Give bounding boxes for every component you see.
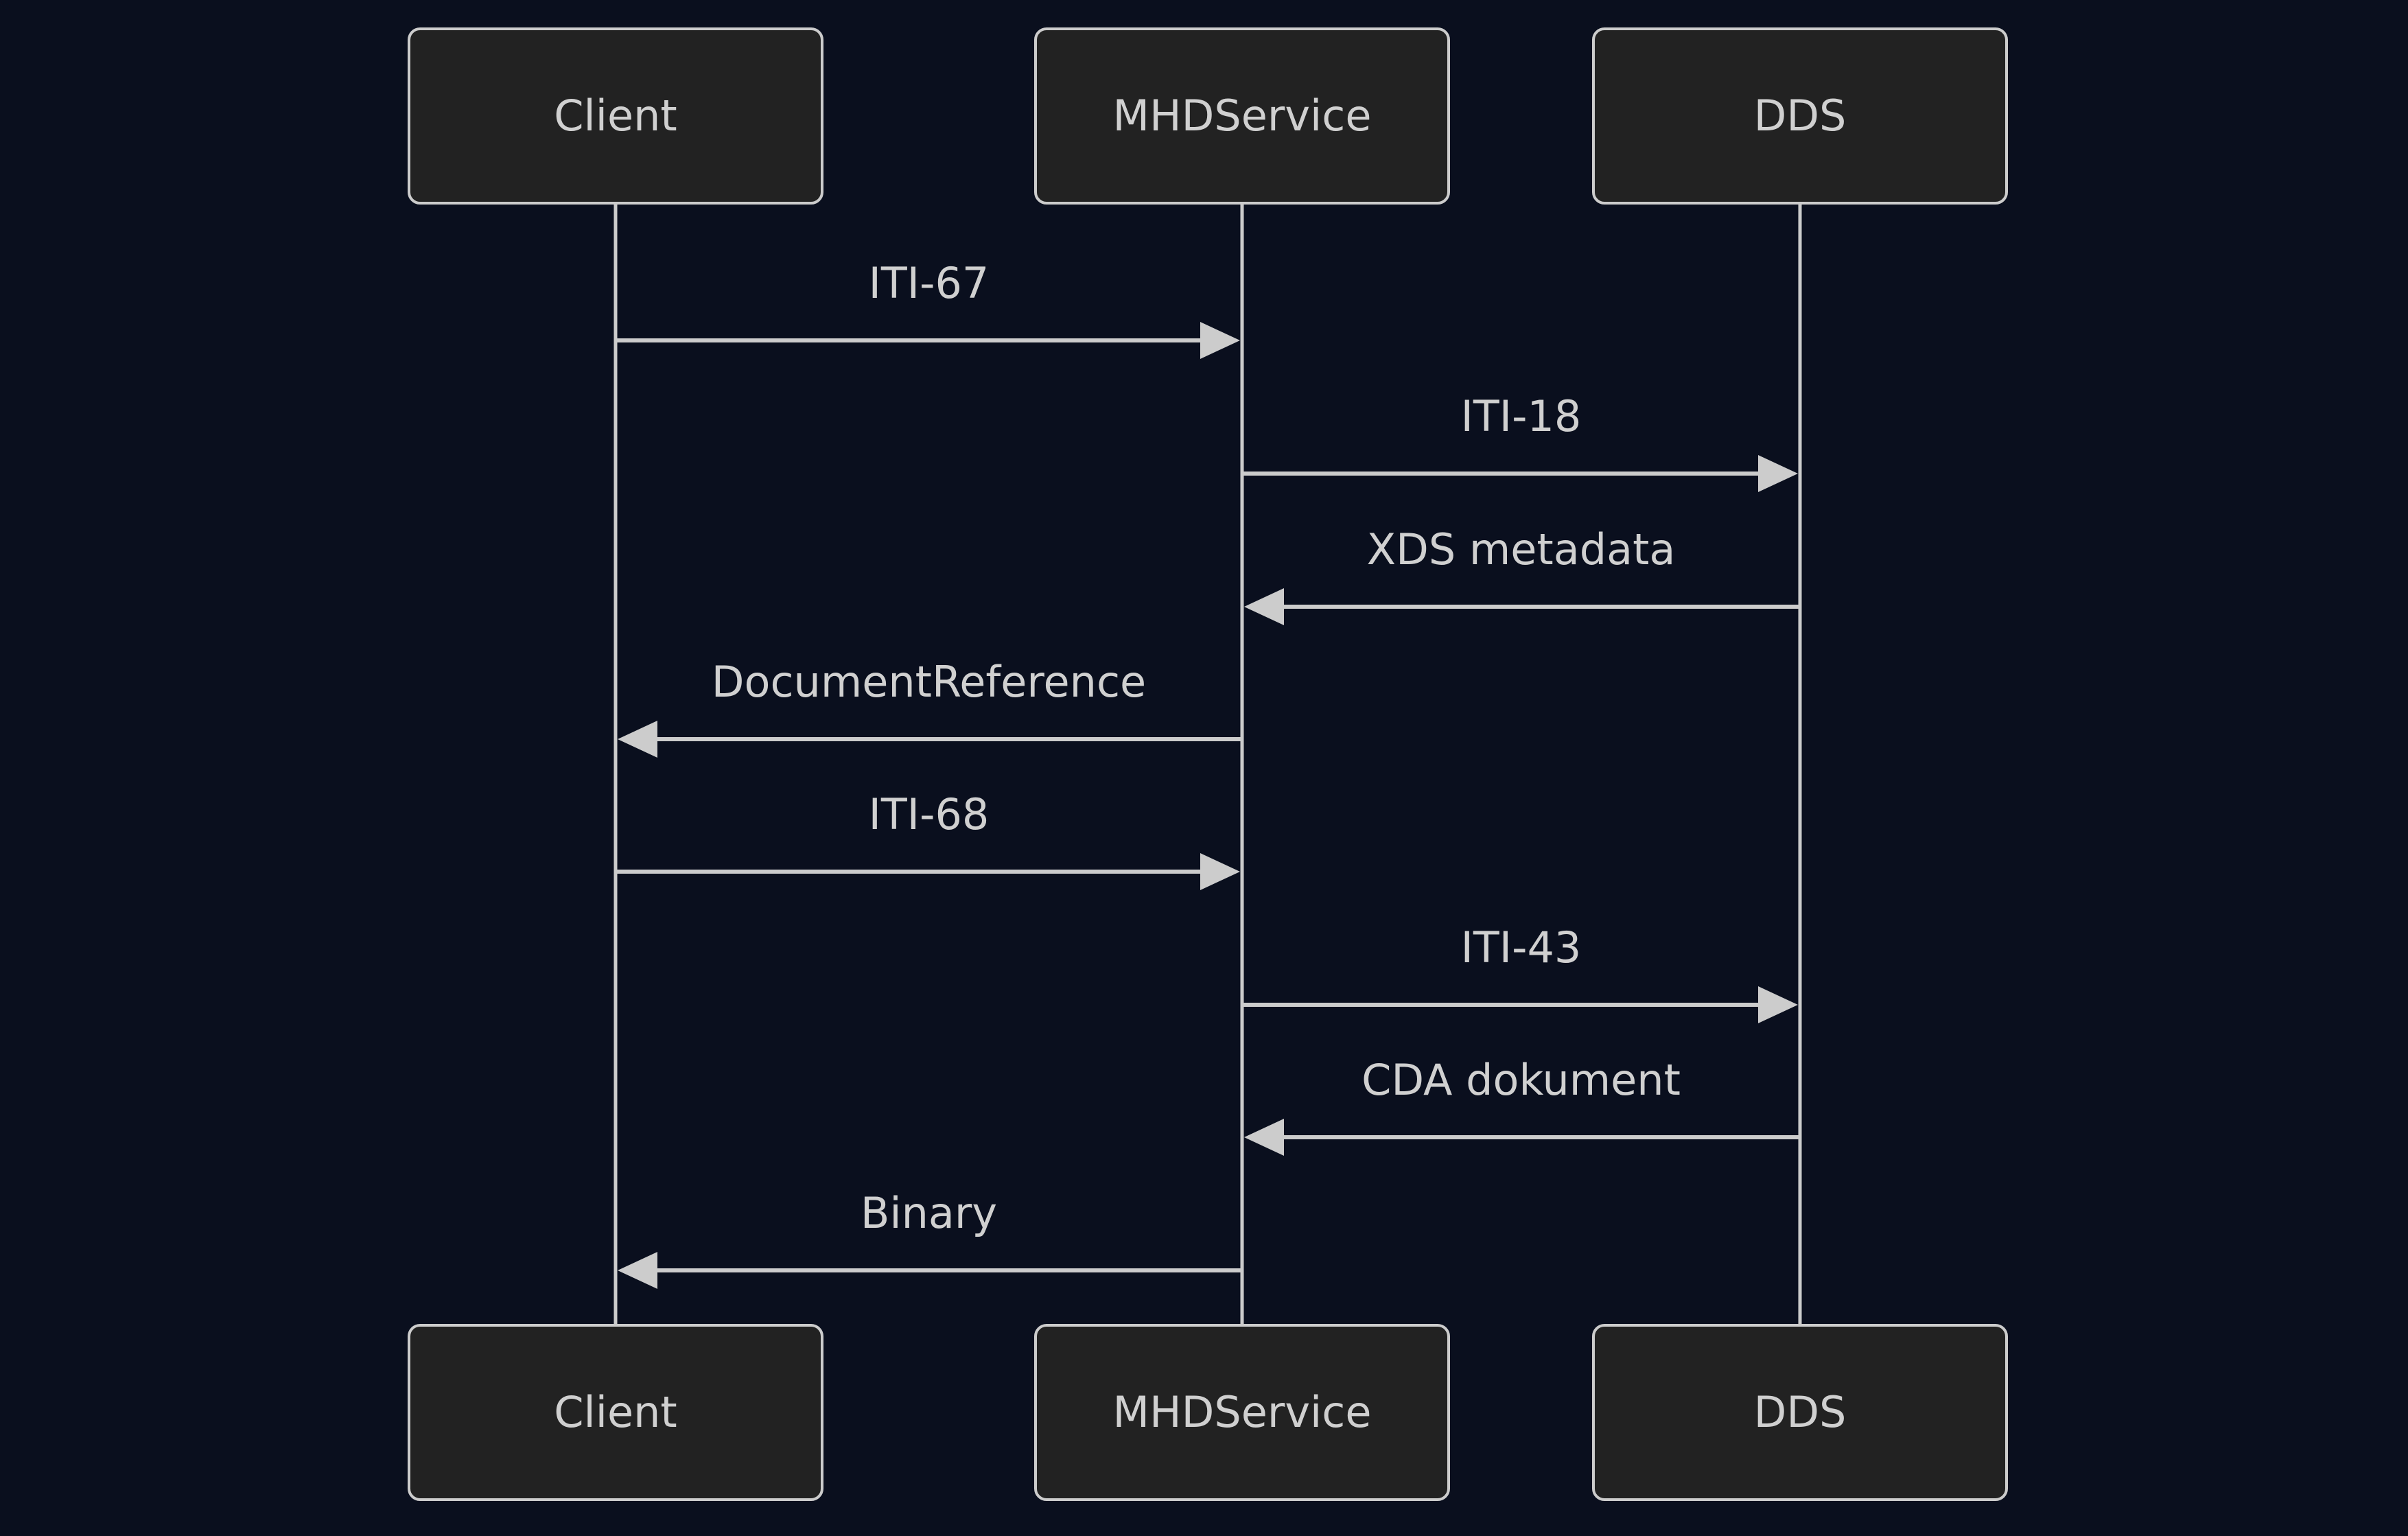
message-label-2: XDS metadata [1366,524,1676,574]
message-label-0: ITI-67 [868,258,990,308]
arrow-right-icon [1200,853,1240,890]
actor-label-mhdservice: MHDService [1112,91,1372,141]
message-label-7: Binary [860,1188,998,1238]
message-label-1: ITI-18 [1460,391,1582,441]
arrow-right-icon [1758,455,1798,492]
actor-box-mhdservice-bottom: MHDService [1034,1324,1450,1501]
arrow-left-icon [618,1252,657,1289]
arrow-left-icon [1244,1119,1284,1156]
actor-box-dds-bottom: DDS [1592,1324,2008,1501]
arrow-left-icon [618,721,657,758]
actor-label-dds: DDS [1753,1387,1847,1437]
arrow-left-icon [1244,588,1284,625]
arrow-right-icon [1758,986,1798,1023]
message-label-6: CDA dokument [1361,1055,1681,1105]
actor-label-mhdservice: MHDService [1112,1387,1372,1437]
message-label-3: DocumentReference [711,657,1147,707]
actor-label-client: Client [554,1387,677,1437]
arrow-right-icon [1200,322,1240,359]
actor-label-client: Client [554,91,677,141]
message-label-5: ITI-43 [1460,922,1582,973]
actor-label-dds: DDS [1753,91,1847,141]
actor-box-client-bottom: Client [408,1324,823,1501]
actor-box-mhdservice-top: MHDService [1034,27,1450,205]
message-label-4: ITI-68 [868,789,990,839]
actor-box-dds-top: DDS [1592,27,2008,205]
actor-box-client-top: Client [408,27,823,205]
